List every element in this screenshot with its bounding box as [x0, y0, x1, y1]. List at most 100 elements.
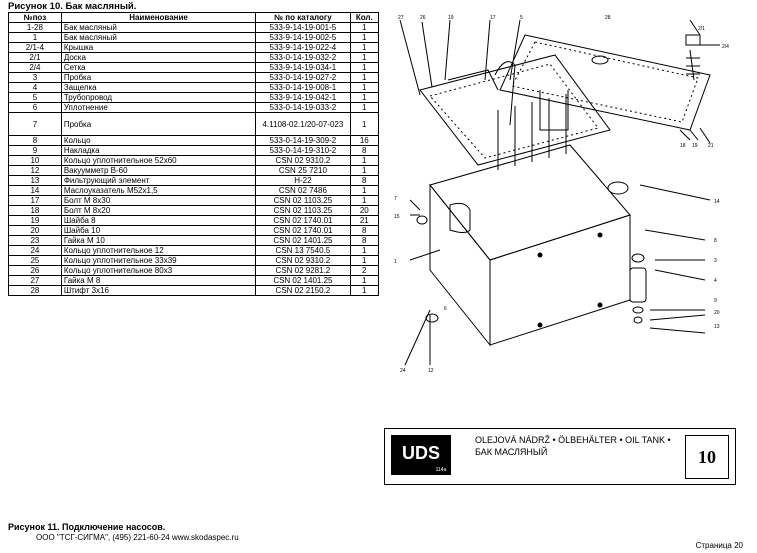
- cell-catalog: 533-0-14-19-309-2: [255, 135, 351, 146]
- cell-name: Кольцо уплотнительное 33х39: [60, 255, 257, 266]
- cell-catalog: CSN 02 7486: [255, 185, 351, 196]
- cell-name: Бак масляный: [60, 22, 257, 33]
- cell-position: 23: [8, 235, 62, 246]
- figure-2-title: Рисунок 11. Подключение насосов.: [8, 522, 166, 532]
- cell-qty: 1: [349, 72, 380, 83]
- cell-qty: 21: [349, 215, 380, 226]
- indicator-14: [607, 181, 629, 195]
- cell-name: Вакуумметр В-60: [60, 165, 257, 176]
- cell-position: 12: [8, 165, 62, 176]
- callout-20: 20: [714, 310, 720, 316]
- cell-qty: 8: [349, 175, 380, 186]
- cell-name: Крышка: [60, 42, 257, 53]
- cell-catalog: CSN 25 7210: [255, 165, 351, 176]
- cell-position: 3: [8, 72, 62, 83]
- page-label: Страница 20: [695, 541, 743, 550]
- cell-name: Шайба 8: [60, 215, 257, 226]
- cell-name: Кольцо уплотнительное 12: [60, 245, 257, 256]
- cell-catalog: 533-0-14-19-310-2: [255, 145, 351, 156]
- cell-qty: 1: [349, 155, 380, 166]
- cell-name: Бак масляный: [60, 32, 257, 43]
- cell-qty: 1: [349, 285, 380, 296]
- cell-catalog: 533-9-14-19-022-4: [255, 42, 351, 53]
- cell-name: Фильтрующий элемент: [60, 175, 257, 186]
- cell-position: 20: [8, 225, 62, 236]
- pipe-5: [447, 61, 516, 126]
- cell-name: Гайка М 10: [60, 235, 257, 246]
- vacuum-gauge-12: [416, 215, 428, 225]
- cell-qty: 16: [349, 135, 380, 146]
- cell-qty: 1: [349, 52, 380, 63]
- cell-position: 2/1: [8, 52, 62, 63]
- col-header-catalog: № по каталогу: [255, 12, 351, 23]
- col-header-name: Наименование: [60, 12, 257, 23]
- cell-name: Уплотнение: [60, 102, 257, 113]
- callout-9: 9: [714, 298, 717, 304]
- cell-qty: 1: [349, 112, 380, 136]
- cell-position: 1-28: [8, 22, 62, 33]
- cell-position: 2/1-4: [8, 42, 62, 53]
- cell-position: 2/4: [8, 62, 62, 73]
- footer-text: ООО "ТСГ-СИГМА", (495) 221-60-24 www.sko…: [36, 533, 239, 542]
- cell-position: 24: [8, 245, 62, 256]
- col-header-position: №поз: [8, 12, 62, 23]
- cell-position: 1: [8, 32, 62, 43]
- callout-26: 26: [420, 15, 426, 21]
- tank-front: [429, 183, 491, 347]
- cell-catalog: 533-0-14-19-008-1: [255, 82, 351, 93]
- cell-catalog: CSN 02 1401.25: [255, 235, 351, 246]
- suction-pipes: [497, 90, 569, 170]
- cell-name: Доска: [60, 52, 257, 63]
- cell-name: Штифт 3х16: [60, 285, 257, 296]
- col-header-qty: Кол.: [349, 12, 380, 23]
- cell-qty: 1: [349, 245, 380, 256]
- callout-7: 7: [394, 196, 397, 202]
- leader-lines-right: [639, 184, 711, 334]
- callout-8: 8: [714, 238, 717, 244]
- cell-catalog: 533-9-14-19-034-1: [255, 62, 351, 73]
- parts-table: №поз Наименование № по каталогу Кол. 1-2…: [8, 12, 380, 296]
- callout-24: 24: [400, 368, 406, 374]
- washer-20: [632, 306, 644, 314]
- cell-catalog: CSN 02 9310.2: [255, 255, 351, 266]
- cell-position: 25: [8, 255, 62, 266]
- cell-catalog: CSN 02 9281.2: [255, 265, 351, 276]
- callout-27: 27: [398, 15, 404, 21]
- oil-tank-drawing: 27 26 19 17 5 28 2/1 2/4 18 19 21 7 15 1…: [394, 15, 729, 374]
- cell-catalog: CSN 02 1740.01: [255, 215, 351, 226]
- cell-qty: 2: [349, 265, 380, 276]
- cell-name: Болт М 8х20: [60, 205, 257, 216]
- cell-catalog: H-22: [255, 175, 351, 186]
- callout-18: 18: [680, 143, 686, 149]
- callout-19b: 19: [692, 143, 698, 149]
- callout-2-4: 2/4: [722, 44, 729, 50]
- figure-title: Рисунок 10. Бак масляный.: [8, 1, 137, 12]
- cell-position: 26: [8, 265, 62, 276]
- title-block: UDS 114a OLEJOVÁ NÁDRŽ • ÖLBEHÄLTER • OI…: [384, 428, 736, 485]
- callout-15: 15: [394, 214, 400, 220]
- cell-qty: 8: [349, 225, 380, 236]
- cell-catalog: 533-0-14-19-032-2: [255, 52, 351, 63]
- cell-catalog: CSN 02 1401.25: [255, 275, 351, 286]
- leader-lines: [399, 19, 720, 366]
- table-header-row: №поз Наименование № по каталогу Кол.: [8, 12, 380, 23]
- cell-catalog: CSN 02 1103.25: [255, 195, 351, 206]
- callout-28: 28: [605, 15, 611, 21]
- cell-catalog: CSN 02 9310.2: [255, 155, 351, 166]
- callout-14: 14: [714, 199, 720, 205]
